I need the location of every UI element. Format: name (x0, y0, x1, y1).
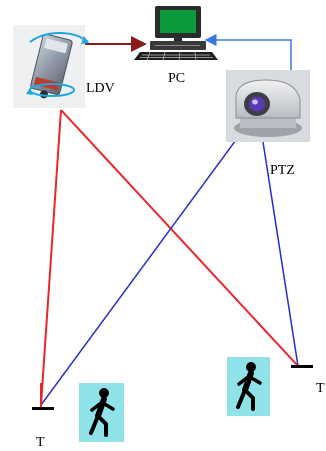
walking-person-icon (236, 362, 262, 411)
ptz-icon (226, 70, 310, 142)
ldv-icon (13, 25, 89, 108)
ptz-to-pc-arrow (204, 34, 292, 78)
ldv-label: LDV (86, 81, 115, 96)
target-label-right: T (316, 381, 325, 396)
pedestrian-sign-right (227, 357, 270, 416)
ptz-label: PTZ (270, 163, 295, 178)
pc-label: PC (168, 71, 186, 86)
pedestrian-sign-left (79, 383, 124, 442)
ldv-beam-right (60, 109, 299, 367)
ptz-sightline-right (257, 109, 299, 367)
ldv-beam-left (40, 109, 62, 406)
target-marker-right (291, 365, 313, 368)
target-marker-left (32, 383, 54, 410)
walking-person-icon (89, 388, 115, 437)
pc-icon (134, 6, 218, 61)
target-label-left: T (36, 435, 45, 450)
ptz-sightline-left (40, 109, 259, 406)
